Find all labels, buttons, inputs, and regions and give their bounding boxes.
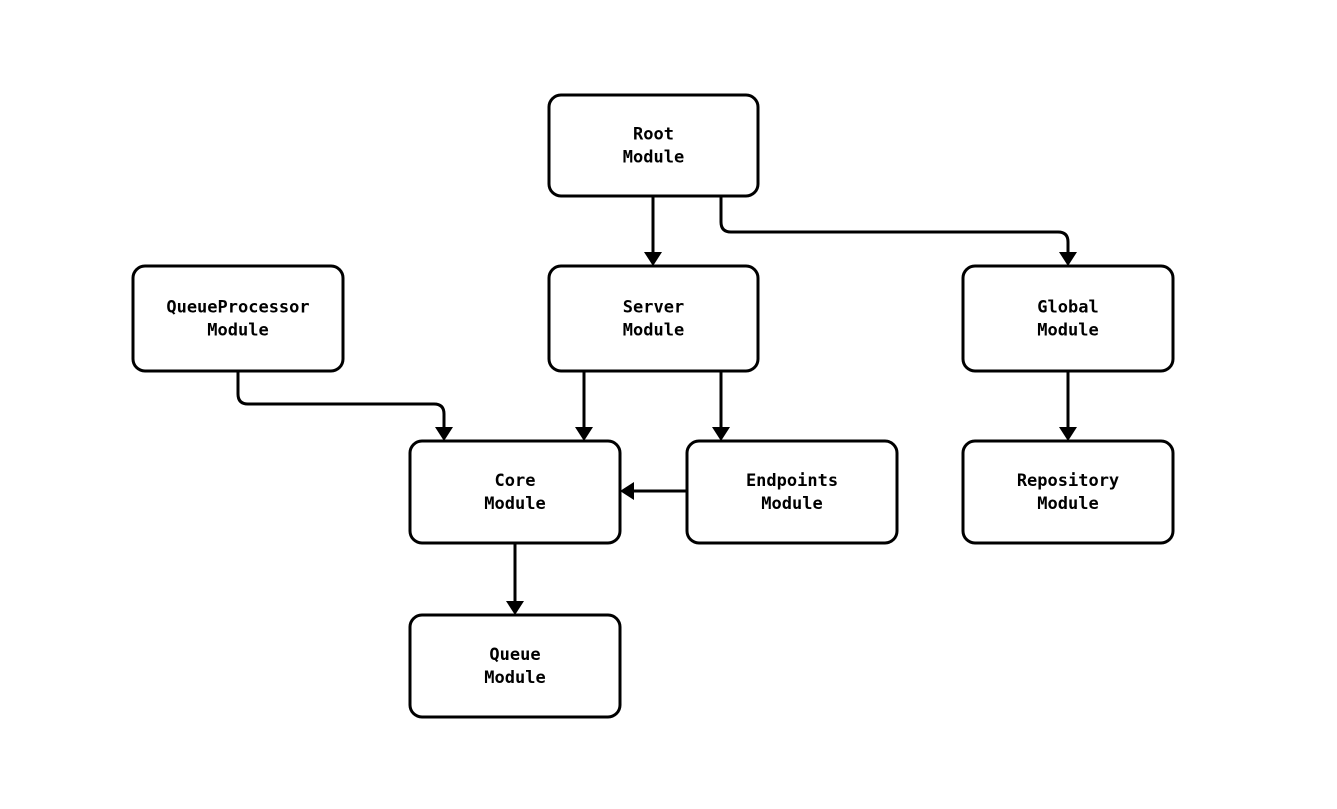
edge-root-to-server (644, 196, 662, 266)
arrowhead-icon (644, 252, 662, 266)
node-box-root[interactable] (547, 93, 760, 198)
node-label-line1: Root (633, 125, 674, 145)
node-label-line2: Module (484, 494, 545, 514)
edges-layer (236, 196, 1077, 615)
node-box-global[interactable] (961, 264, 1175, 373)
node-label-line1: Global (1037, 298, 1098, 318)
node-box-core[interactable] (408, 439, 622, 545)
node-label-line1: Server (623, 298, 684, 318)
node-label-line1: QueueProcessor (166, 298, 309, 318)
arrowhead-icon (575, 427, 593, 441)
edge-line (719, 196, 1070, 252)
node-label-line2: Module (1037, 321, 1098, 341)
arrowhead-icon (506, 601, 524, 615)
arrowhead-icon (712, 427, 730, 441)
edge-global-to-repository (1059, 371, 1077, 441)
edge-line (236, 371, 446, 427)
node-label-line2: Module (207, 321, 268, 341)
node-label-line2: Module (484, 668, 545, 688)
arrowhead-icon (435, 427, 453, 441)
node-box-repository[interactable] (961, 439, 1175, 545)
node-box-server[interactable] (547, 264, 760, 373)
node-label-line1: Queue (489, 645, 540, 665)
arrowhead-icon (620, 482, 634, 500)
edge-queueprocessor-to-core (236, 371, 453, 441)
node-box-endpoints[interactable] (685, 439, 899, 545)
edge-endpoints-to-core (620, 482, 687, 500)
node-label-line1: Endpoints (746, 471, 838, 491)
node-box-queue[interactable] (408, 613, 622, 719)
arrowhead-icon (1059, 252, 1077, 266)
node-label-line2: Module (623, 321, 684, 341)
arrowhead-icon (1059, 427, 1077, 441)
edge-server-to-core (575, 371, 593, 441)
node-label-line1: Repository (1017, 471, 1119, 491)
edge-root-to-global (719, 196, 1077, 266)
node-label-line2: Module (1037, 494, 1098, 514)
edge-core-to-queue (506, 543, 524, 615)
node-label-line2: Module (761, 494, 822, 514)
node-label-line2: Module (623, 148, 684, 168)
node-box-queueprocessor[interactable] (131, 264, 345, 373)
edge-server-to-endpoints (712, 371, 730, 441)
node-label-line1: Core (495, 471, 536, 491)
